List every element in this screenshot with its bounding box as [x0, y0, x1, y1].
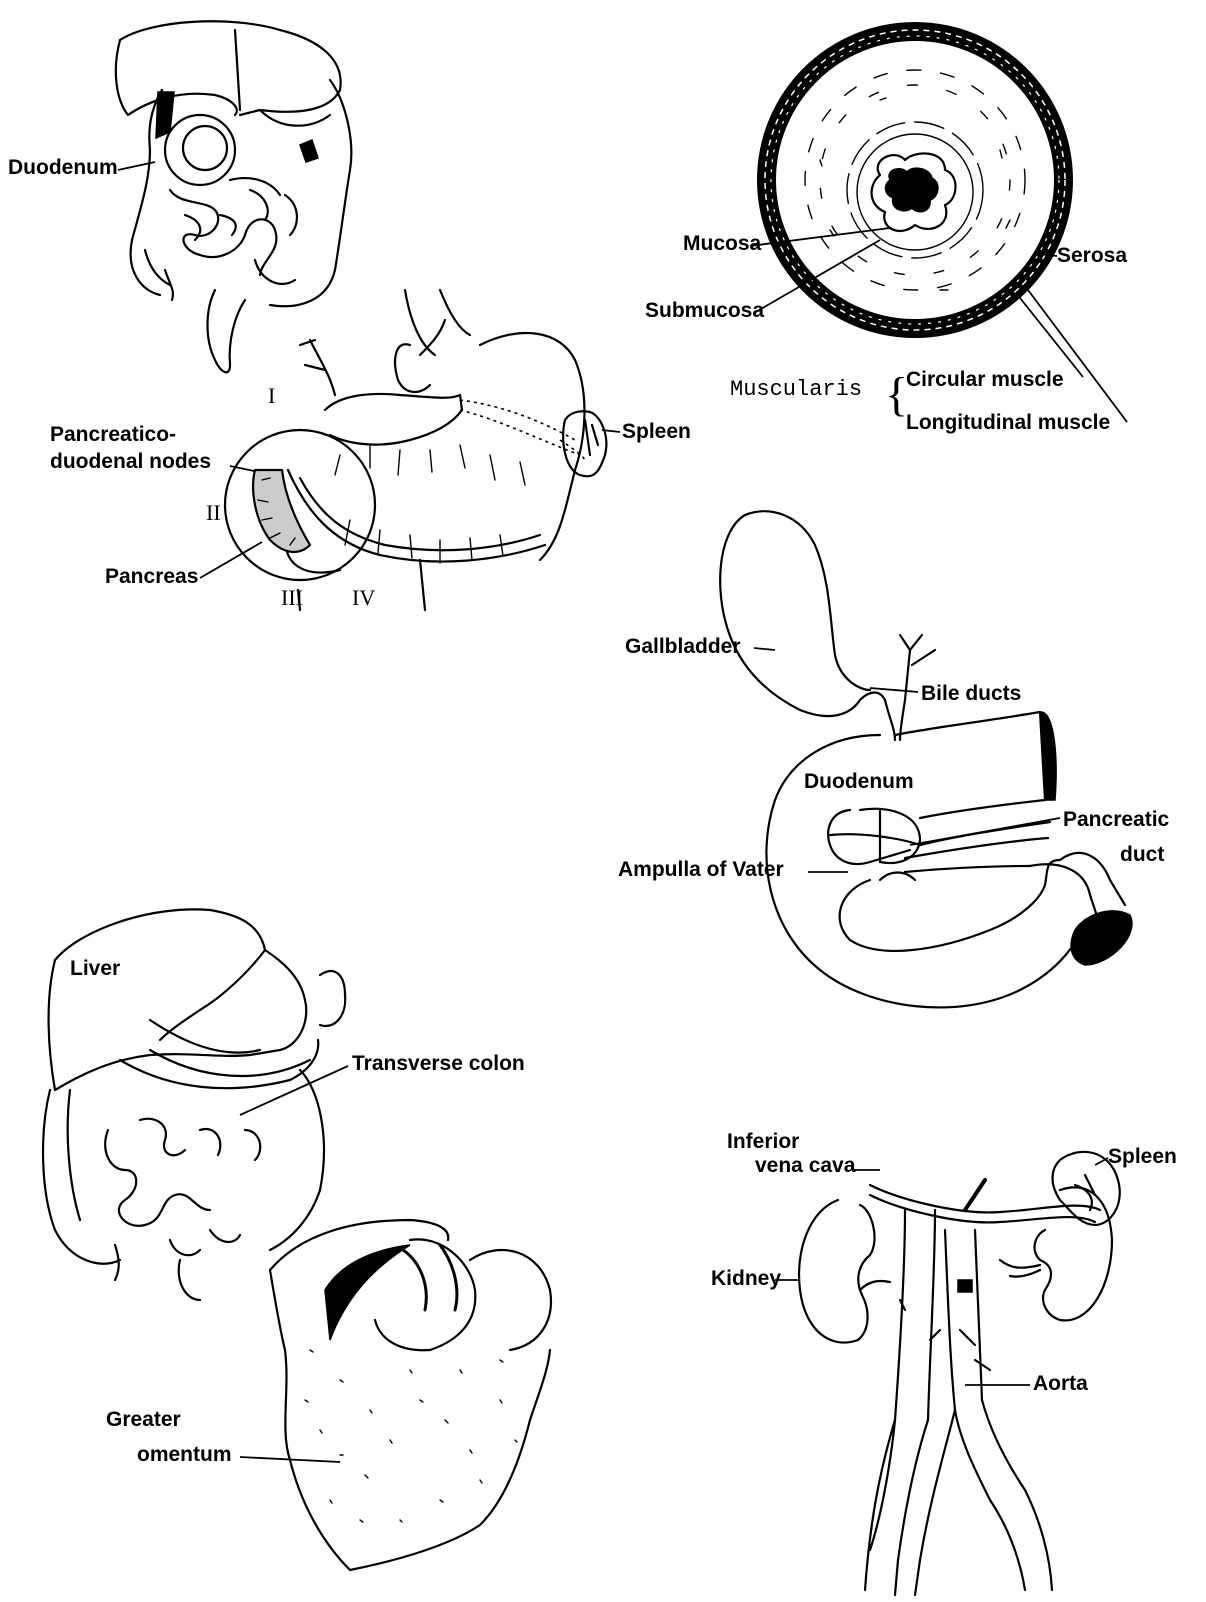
bile-ducts-leader: [870, 688, 918, 692]
label-longitudinal-muscle: Longitudinal muscle: [906, 411, 1110, 434]
label-duodenal-nodes: duodenal nodes: [50, 450, 211, 473]
label-vena-cava: vena cava: [755, 1154, 856, 1177]
label-omentum: omentum: [137, 1443, 232, 1466]
biliary-illustration: [720, 511, 1132, 1007]
stomach-illustration: [225, 290, 606, 610]
label-duodenum-2: Duodenum: [804, 770, 914, 793]
roman-2: II: [206, 500, 221, 525]
label-bile-ducts: Bile ducts: [921, 682, 1021, 705]
label-serosa: Serosa: [1057, 244, 1127, 267]
transverse-colon-leader: [240, 1066, 348, 1115]
label-duct: duct: [1120, 843, 1164, 866]
panel-stomach-lymph-nodes: I II III IV Pancreatico- duodenal nodes …: [50, 290, 691, 610]
label-pancreatico: Pancreatico-: [50, 423, 176, 446]
abdomen-illustration-1: [116, 21, 351, 372]
label-inferior: Inferior: [727, 1130, 799, 1153]
muscularis-brace: {: [885, 368, 908, 421]
panel-intestine-cross-section: Mucosa Submucosa Serosa Muscularis { Cir…: [645, 22, 1127, 434]
omentum-illustration: [43, 909, 551, 1570]
cross-section-illustration: [757, 22, 1073, 338]
label-spleen-1: Spleen: [622, 420, 691, 443]
label-gallbladder: Gallbladder: [625, 635, 741, 658]
label-circular-muscle: Circular muscle: [906, 368, 1064, 391]
label-liver: Liver: [70, 957, 120, 980]
pancreas-leader: [200, 542, 262, 578]
label-pancreatic: Pancreatic: [1063, 808, 1170, 831]
roman-3: III: [281, 585, 303, 610]
label-duodenum-1: Duodenum: [8, 156, 118, 179]
roman-1: I: [268, 383, 275, 408]
label-ampulla: Ampulla of Vater: [618, 858, 784, 881]
panel-abdomen-duodenum: Duodenum: [8, 21, 351, 372]
label-kidney: Kidney: [711, 1267, 781, 1290]
longitudinal-leader: [1025, 286, 1127, 422]
label-pancreas: Pancreas: [105, 565, 198, 588]
label-submucosa: Submucosa: [645, 299, 764, 322]
label-muscularis: Muscularis: [730, 377, 862, 402]
label-aorta: Aorta: [1033, 1372, 1088, 1395]
label-mucosa: Mucosa: [683, 232, 762, 255]
circular-leader: [1020, 298, 1083, 377]
label-greater: Greater: [106, 1408, 181, 1431]
spleen-leader-2: [1095, 1158, 1108, 1165]
label-spleen-2: Spleen: [1108, 1145, 1177, 1168]
gallbladder-leader: [754, 648, 775, 650]
roman-4: IV: [352, 585, 375, 610]
panel-biliary-system: Gallbladder Bile ducts Duodenum Pancreat…: [618, 511, 1170, 1007]
panel-omentum: Liver Transverse colon Greater omentum: [43, 909, 551, 1570]
pancreatic-duct-leader: [910, 818, 1060, 845]
label-transverse-colon: Transverse colon: [352, 1052, 525, 1075]
panel-retroperitoneum: Inferior vena cava Spleen Kidney Aorta: [711, 1130, 1177, 1595]
